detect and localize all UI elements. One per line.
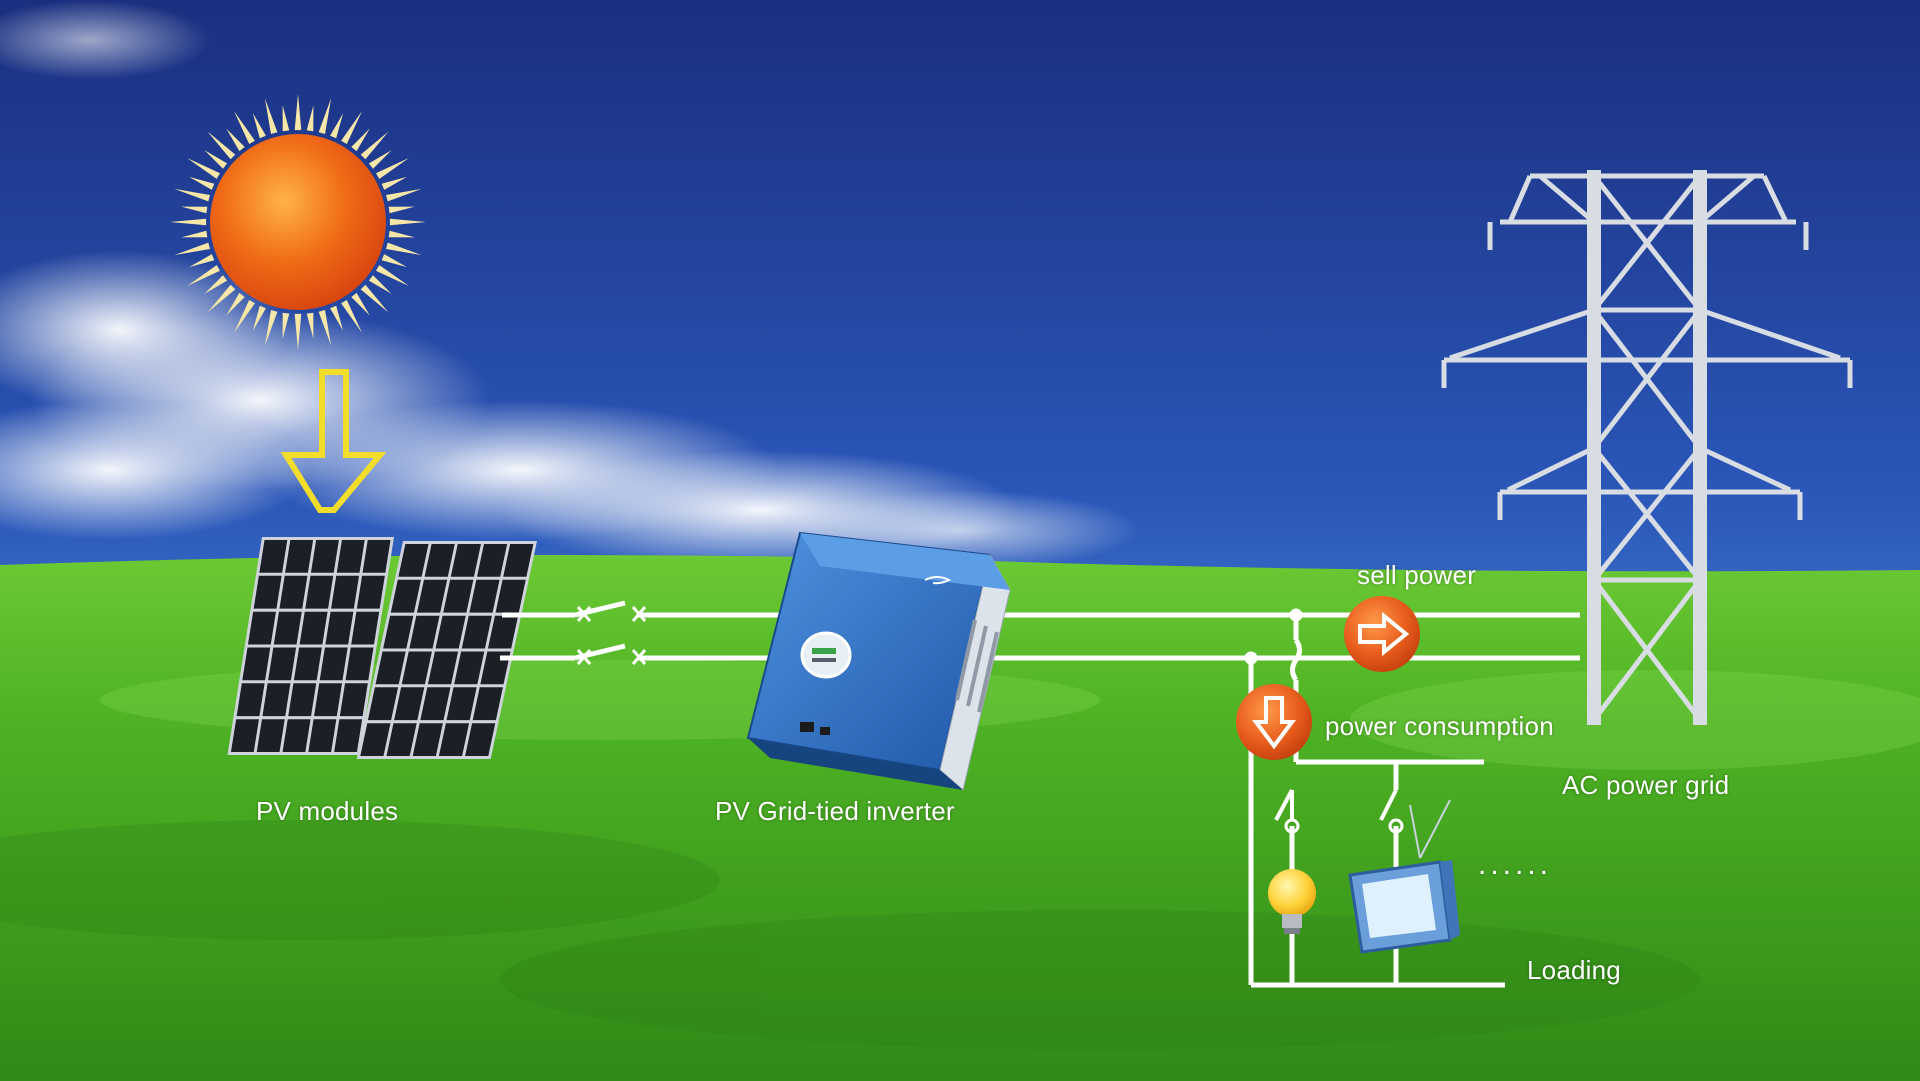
sun-icon bbox=[170, 94, 426, 350]
light-bulb-icon bbox=[1268, 869, 1316, 934]
television-icon bbox=[1348, 799, 1460, 954]
inverter-label: PV Grid-tied inverter bbox=[715, 796, 955, 826]
wire-nodes bbox=[1244, 608, 1404, 834]
right-arrow-icon bbox=[1358, 611, 1410, 657]
power-consumption-badge bbox=[1236, 684, 1312, 760]
sell-power-label: sell power bbox=[1357, 560, 1477, 590]
inverter-display bbox=[800, 631, 852, 679]
power-consumption-label: power consumption bbox=[1325, 711, 1554, 741]
ac-power-grid-label: AC power grid bbox=[1562, 770, 1730, 800]
down-arrow-icon bbox=[1252, 696, 1296, 750]
loading-label: Loading bbox=[1527, 955, 1621, 985]
sunlight-down-arrow-icon bbox=[280, 369, 387, 513]
sell-power-badge bbox=[1344, 596, 1420, 672]
inverter-vents bbox=[955, 619, 999, 713]
pv-modules bbox=[227, 537, 537, 759]
pv-modules-label: PV modules bbox=[256, 796, 399, 826]
more-loads-ellipsis: ...... bbox=[1478, 848, 1553, 881]
ac-power-grid-tower bbox=[1441, 170, 1853, 725]
pv-grid-tied-inverter bbox=[746, 531, 1011, 791]
dc-wiring bbox=[500, 600, 790, 665]
